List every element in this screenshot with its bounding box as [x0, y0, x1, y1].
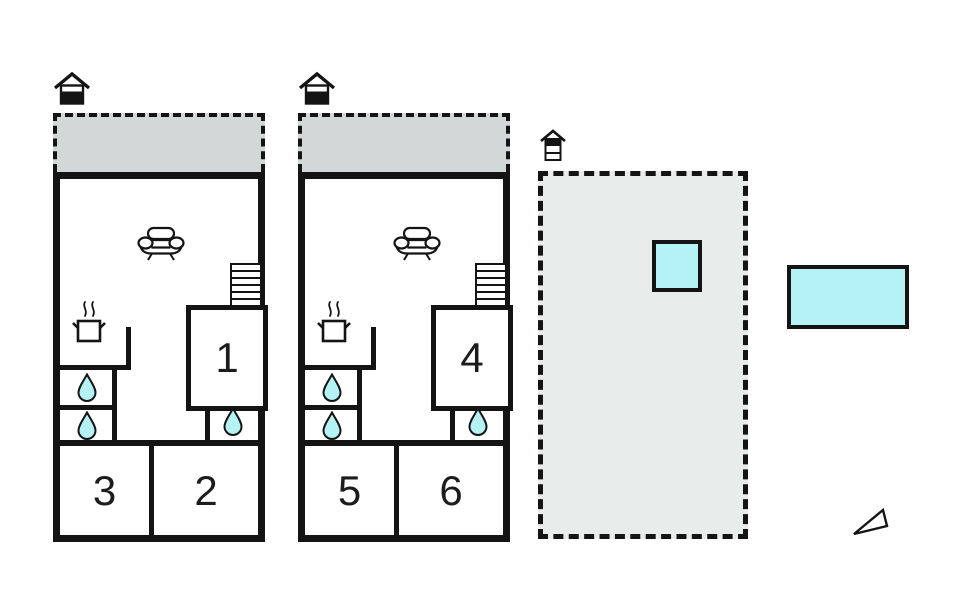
room-1-label: 1 [215, 334, 239, 381]
bathroom-divider-wall [305, 405, 362, 410]
entrance-house-icon-garden [540, 129, 566, 161]
room-2-label: 2 [194, 466, 218, 514]
sofa-icon [137, 225, 185, 261]
water-drop-icon [76, 372, 98, 403]
water-drop-icon [321, 372, 343, 403]
room-1: 1 [186, 305, 268, 411]
wc-cell-wall [450, 401, 455, 440]
room-3-label: 3 [92, 466, 117, 514]
room-4-label: 4 [460, 334, 484, 381]
apartment-1: 1 3 2 [53, 172, 268, 542]
stairs-icon [475, 263, 505, 305]
bedroom-divider-wall [394, 446, 399, 535]
cooking-pot-icon [316, 299, 352, 349]
kitchen-counter-wall [305, 365, 376, 370]
north-arrow-icon [851, 506, 891, 538]
plunge-pool [652, 240, 702, 292]
room-6-label: 6 [439, 466, 463, 514]
sofa-icon [393, 225, 441, 261]
bedroom-top-wall [305, 440, 503, 446]
room-3: 3 [60, 446, 149, 535]
kitchen-partition-wall [371, 327, 376, 370]
water-drop-icon [467, 406, 489, 437]
entrance-house-icon-unit1 [53, 71, 91, 107]
water-drop-icon [321, 410, 343, 441]
garden-area [538, 171, 748, 539]
room-2: 2 [154, 446, 258, 535]
kitchen-counter-wall [60, 365, 131, 370]
bedroom-top-wall [60, 440, 258, 446]
kitchen-partition-wall [126, 327, 131, 370]
bedroom-divider-wall [149, 446, 154, 535]
terrace-unit1 [53, 113, 265, 172]
swimming-pool [787, 265, 909, 329]
room-4: 4 [431, 305, 513, 411]
terrace-unit2 [298, 113, 510, 172]
room-5-label: 5 [337, 466, 362, 514]
cooking-pot-icon [71, 299, 107, 349]
stairs-icon [230, 263, 260, 305]
room-5: 5 [305, 446, 394, 535]
room-6: 6 [399, 446, 503, 535]
water-drop-icon [222, 406, 244, 437]
apartment-2: 4 5 6 [298, 172, 513, 542]
water-drop-icon [76, 410, 98, 441]
entrance-house-icon-unit2 [298, 71, 336, 107]
bathroom-divider-wall [60, 405, 117, 410]
wc-cell-wall [205, 401, 210, 440]
